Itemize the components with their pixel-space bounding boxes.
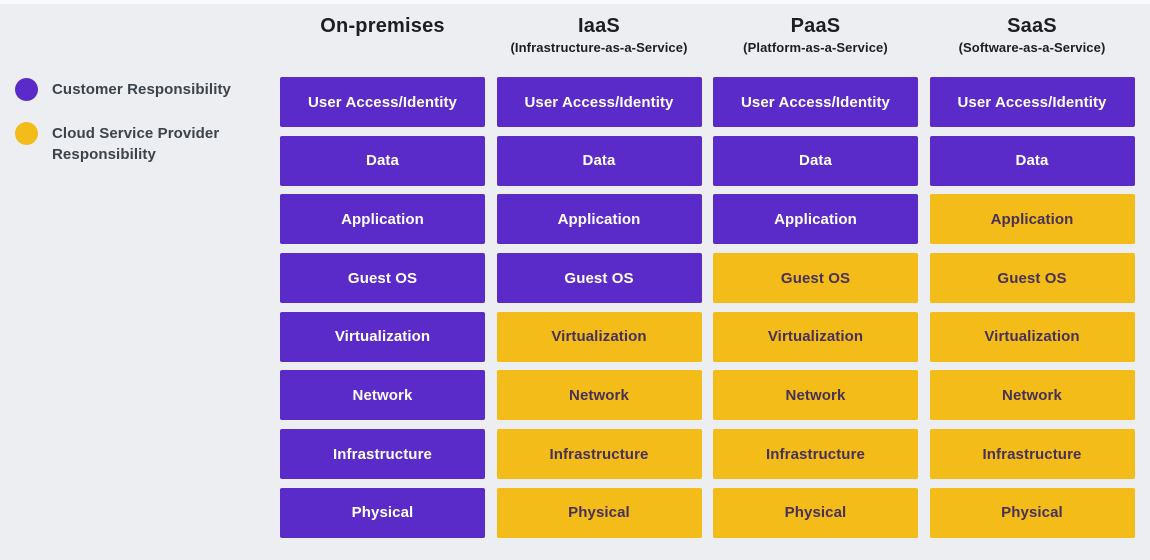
column-headers: On-premises IaaS (Infrastructure-as-a-Serv… [280,13,1135,55]
column-title: PaaS [790,15,841,37]
cell-on-premises-infrastructure: Infrastructure [280,429,485,480]
customer-responsibility-swatch [15,78,38,101]
cell-saas-physical: Physical [929,487,1135,538]
cell-on-premises-user-access-identity: User Access/Identity [280,77,485,127]
legend-label-customer: Customer Responsibility [52,81,231,98]
column-title: On-premises [320,15,445,37]
cell-paas-data: Data [713,135,918,186]
cell-on-premises-data: Data [280,135,485,186]
cell-saas-network: Network [929,370,1135,421]
column-header-on-premises: On-premises [280,13,485,55]
cell-iaas-infrastructure: Infrastructure [496,429,702,480]
column-subtitle: (Platform-as-a-Service) [743,40,888,55]
cell-paas-virtualization: Virtualization [713,311,918,362]
cell-paas-infrastructure: Infrastructure [713,429,918,480]
provider-responsibility-swatch [15,122,38,145]
top-edge-highlight [0,0,1150,4]
cell-iaas-network: Network [496,370,702,421]
cell-iaas-application: Application [496,194,702,245]
cell-iaas-guest-os: Guest OS [496,253,702,304]
column-header-saas: SaaS (Software-as-a-Service) [930,13,1135,55]
cell-paas-user-access-identity: User Access/Identity [713,77,918,127]
cell-saas-guest-os: Guest OS [929,253,1135,304]
legend: Customer Responsibility Cloud Service Pr… [15,78,237,165]
legend-label-provider: Cloud Service Provider Responsibility [52,125,220,163]
cell-paas-physical: Physical [713,487,918,538]
column-title: IaaS [578,15,620,37]
legend-item-provider: Cloud Service Provider Responsibility [15,122,237,165]
column-header-paas: PaaS (Platform-as-a-Service) [713,13,918,55]
cell-paas-network: Network [713,370,918,421]
cell-saas-virtualization: Virtualization [929,311,1135,362]
cell-on-premises-guest-os: Guest OS [280,253,485,304]
cell-iaas-virtualization: Virtualization [496,311,702,362]
cell-saas-data: Data [929,135,1135,186]
cell-on-premises-network: Network [280,370,485,421]
column-subtitle: (Software-as-a-Service) [958,40,1106,55]
column-title: SaaS [1007,15,1057,37]
cell-saas-infrastructure: Infrastructure [929,429,1135,480]
column-header-iaas: IaaS (Infrastructure-as-a-Service) [497,13,702,55]
cell-iaas-data: Data [496,135,702,186]
cell-paas-guest-os: Guest OS [713,253,918,304]
cell-iaas-user-access-identity: User Access/Identity [496,77,702,127]
legend-item-customer: Customer Responsibility [15,78,237,101]
cell-saas-application: Application [929,194,1135,245]
cell-saas-user-access-identity: User Access/Identity [929,77,1135,127]
cell-on-premises-application: Application [280,194,485,245]
cell-on-premises-virtualization: Virtualization [280,311,485,362]
cell-paas-application: Application [713,194,918,245]
cell-on-premises-physical: Physical [280,487,485,538]
column-subtitle: (Infrastructure-as-a-Service) [510,40,688,55]
cell-iaas-physical: Physical [496,487,702,538]
